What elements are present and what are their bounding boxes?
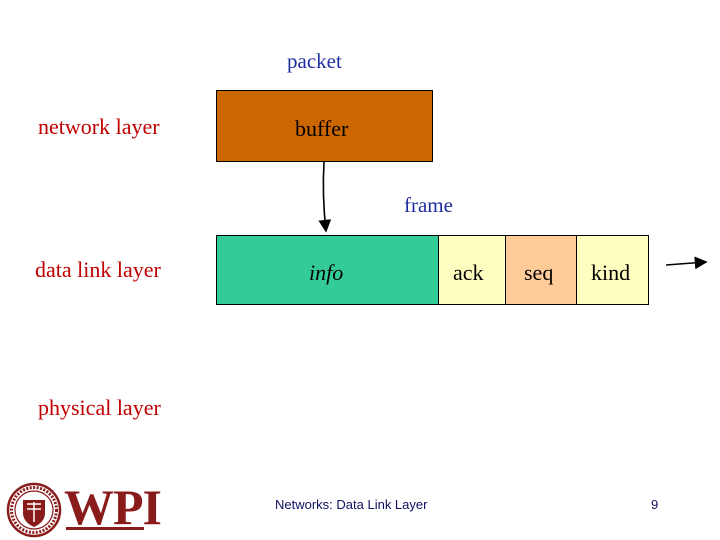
frame-seq-field: seq [505,235,577,305]
seq-text: seq [524,260,554,285]
buffer-text: buffer [295,116,349,141]
ack-text: ack [453,260,484,285]
frame-label: frame [404,193,453,217]
data-link-layer-label: data link layer [35,257,161,282]
network-layer-label: network layer [38,114,160,139]
packet-label: packet [287,49,342,73]
logo-underline [66,527,144,530]
arrow-down-icon [318,161,332,233]
page-number: 9 [651,497,659,512]
arrow-right-icon [665,256,708,270]
footer-caption: Networks: Data Link Layer [275,497,428,512]
wpi-seal-icon [6,482,62,538]
packet-box: buffer [216,90,433,162]
frame-kind-field: kind [576,235,649,305]
wpi-logo: WPI [6,479,162,538]
kind-text: kind [591,260,631,285]
logo-text: WPI [64,479,162,535]
physical-layer-label: physical layer [38,395,161,420]
info-text: info [309,260,344,285]
